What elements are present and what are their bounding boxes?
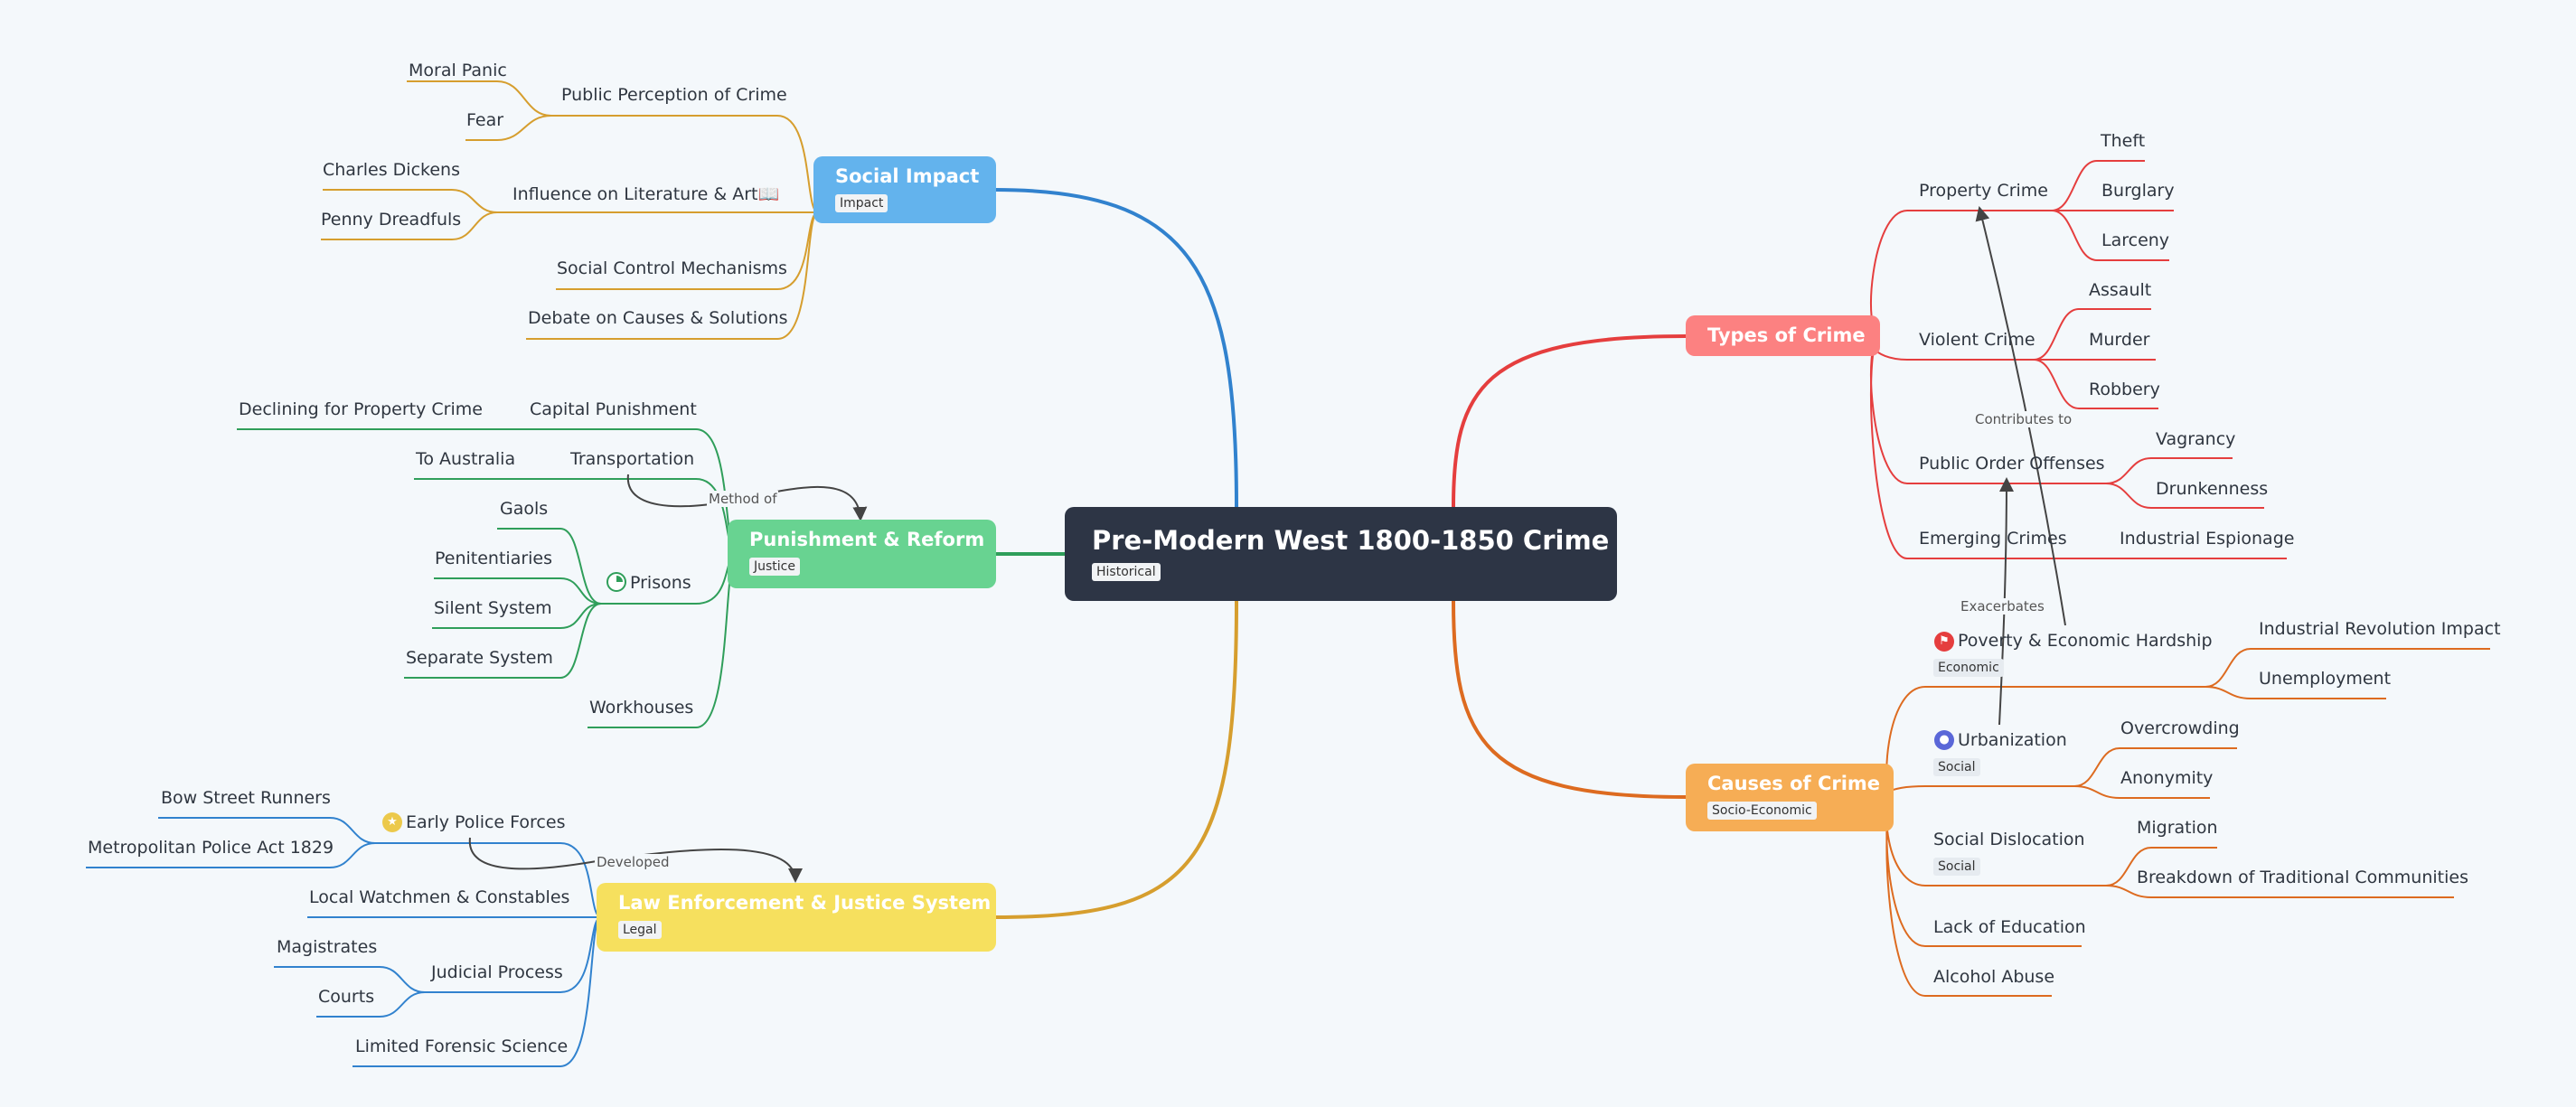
leaf-breakdown-communities[interactable]: Breakdown of Traditional Communities	[2137, 868, 2468, 887]
social-impact-title: Social Impact	[835, 165, 980, 187]
leaf-property-crime[interactable]: Property Crime	[1919, 181, 2048, 201]
leaf-courts[interactable]: Courts	[318, 987, 375, 1007]
leaf-vagrancy[interactable]: Vagrancy	[2156, 429, 2236, 449]
connection-label-contributes-to: Contributes to	[1973, 411, 2074, 427]
leaf-metropolitan-police-act[interactable]: Metropolitan Police Act 1829	[88, 838, 334, 858]
leaf-industrial-revolution-impact[interactable]: Industrial Revolution Impact	[2259, 619, 2501, 639]
leaf-charles-dickens[interactable]: Charles Dickens	[323, 160, 460, 180]
leaf-bow-street-runners[interactable]: Bow Street Runners	[161, 788, 331, 808]
connection-label-method-of: Method of	[707, 491, 779, 507]
connection-label-exacerbates: Exacerbates	[1959, 598, 2046, 614]
connection-label-developed: Developed	[595, 854, 672, 870]
leaf-unemployment[interactable]: Unemployment	[2259, 669, 2392, 689]
punishment-reform-node[interactable]: Punishment & Reform Justice	[728, 520, 996, 588]
leaf-overcrowding[interactable]: Overcrowding	[2120, 718, 2240, 738]
star-icon: ★	[382, 812, 402, 832]
leaf-murder[interactable]: Murder	[2089, 330, 2150, 350]
leaf-gaols[interactable]: Gaols	[500, 499, 549, 519]
leaf-penitentiaries[interactable]: Penitentiaries	[435, 549, 553, 568]
leaf-literature-art[interactable]: Influence on Literature & Art📖	[512, 184, 780, 204]
social-impact-tag: Impact	[835, 194, 888, 212]
person-icon: ●	[1934, 730, 1954, 750]
punishment-reform-title: Punishment & Reform	[749, 529, 985, 550]
leaf-transportation[interactable]: Transportation	[570, 449, 695, 469]
flag-icon: ⚑	[1934, 632, 1954, 652]
social-dislocation-tag: Social	[1933, 858, 1980, 876]
leaf-social-control[interactable]: Social Control Mechanisms	[557, 258, 787, 278]
leaf-debate[interactable]: Debate on Causes & Solutions	[528, 308, 788, 328]
leaf-penny-dreadfuls[interactable]: Penny Dreadfuls	[321, 210, 462, 230]
leaf-lack-of-education[interactable]: Lack of Education	[1933, 917, 2086, 937]
punishment-reform-tag: Justice	[749, 558, 800, 576]
leaf-drunkenness[interactable]: Drunkenness	[2156, 479, 2269, 499]
leaf-public-perception[interactable]: Public Perception of Crime	[561, 85, 787, 105]
urbanization-tag: Social	[1933, 758, 1980, 776]
leaf-industrial-espionage[interactable]: Industrial Espionage	[2120, 529, 2295, 549]
leaf-alcohol-abuse[interactable]: Alcohol Abuse	[1933, 967, 2055, 987]
leaf-migration[interactable]: Migration	[2137, 818, 2218, 838]
leaf-social-dislocation[interactable]: Social Dislocation	[1933, 830, 2085, 849]
types-of-crime-title: Types of Crime	[1707, 324, 1866, 346]
leaf-silent-system[interactable]: Silent System	[434, 598, 552, 618]
leaf-declining-property-crime[interactable]: Declining for Property Crime	[239, 399, 483, 419]
leaf-magistrates[interactable]: Magistrates	[277, 937, 378, 957]
leaf-assault[interactable]: Assault	[2089, 280, 2152, 300]
root-title: Pre-Modern West 1800-1850 Crime	[1092, 525, 1610, 556]
leaf-early-police-forces[interactable]: Early Police Forces	[406, 812, 566, 832]
leaf-anonymity[interactable]: Anonymity	[2120, 768, 2214, 788]
poverty-tag: Economic	[1933, 659, 2004, 677]
causes-of-crime-title: Causes of Crime	[1707, 773, 1881, 794]
leaf-violent-crime[interactable]: Violent Crime	[1919, 330, 2035, 350]
leaf-workhouses[interactable]: Workhouses	[589, 698, 694, 718]
leaf-capital-punishment[interactable]: Capital Punishment	[530, 399, 697, 419]
leaf-moral-panic[interactable]: Moral Panic	[409, 61, 507, 80]
leaf-theft[interactable]: Theft	[2101, 131, 2146, 151]
leaf-local-watchmen[interactable]: Local Watchmen & Constables	[309, 887, 570, 907]
causes-of-crime-tag: Socio-Economic	[1707, 802, 1817, 820]
leaf-larceny[interactable]: Larceny	[2101, 230, 2170, 250]
leaf-judicial-process[interactable]: Judicial Process	[431, 962, 563, 982]
leaf-poverty[interactable]: Poverty & Economic Hardship	[1958, 631, 2213, 651]
leaf-prisons[interactable]: Prisons	[630, 573, 691, 593]
social-impact-node[interactable]: Social Impact Impact	[813, 156, 996, 223]
leaf-limited-forensic-science[interactable]: Limited Forensic Science	[355, 1037, 569, 1056]
leaf-fear[interactable]: Fear	[466, 110, 504, 130]
pie-chart-icon	[606, 572, 626, 592]
leaf-separate-system[interactable]: Separate System	[406, 648, 553, 668]
types-of-crime-node[interactable]: Types of Crime	[1686, 315, 1880, 356]
leaf-to-australia[interactable]: To Australia	[416, 449, 516, 469]
law-enforcement-node[interactable]: Law Enforcement & Justice System Legal	[597, 883, 996, 952]
law-enforcement-tag: Legal	[618, 921, 662, 939]
root-node[interactable]: Pre-Modern West 1800-1850 Crime Historic…	[1065, 507, 1617, 601]
root-tag: Historical	[1092, 563, 1161, 581]
law-enforcement-title: Law Enforcement & Justice System	[618, 892, 992, 914]
leaf-robbery[interactable]: Robbery	[2089, 380, 2160, 399]
causes-of-crime-node[interactable]: Causes of Crime Socio-Economic	[1686, 764, 1894, 831]
leaf-emerging-crimes[interactable]: Emerging Crimes	[1919, 529, 2067, 549]
leaf-public-order-offenses[interactable]: Public Order Offenses	[1919, 454, 2105, 474]
leaf-burglary[interactable]: Burglary	[2101, 181, 2175, 201]
leaf-urbanization[interactable]: Urbanization	[1958, 730, 2067, 750]
